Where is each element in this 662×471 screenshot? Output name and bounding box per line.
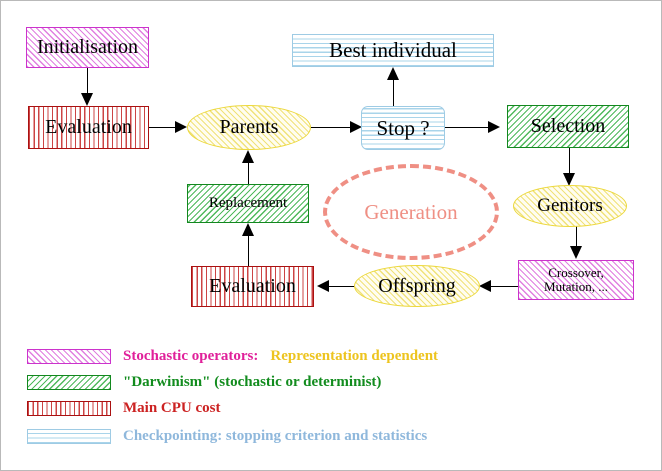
edge-evaluation-to-parents [148,127,176,128]
legend-swatch-red-vertical-icon [27,401,111,416]
legend-checkpointing-text1: Checkpointing: stopping criterion and st… [123,428,428,444]
node-evaluation-top[interactable]: Evaluation [28,106,149,149]
node-initialisation[interactable]: Initialisation [26,27,149,68]
edge-crossover-to-offspring [491,286,519,287]
legend-swatch-magenta-diagonal-icon [27,349,111,364]
legend-row-cpu-cost: Main CPU cost [1,397,661,421]
legend-stochastic-text1: Stochastic operators: [123,348,259,364]
edge-genitors-to-crossover [576,226,577,247]
node-best-individual[interactable]: Best individual [292,34,494,67]
evaluation-top-label: Evaluation [45,116,132,138]
node-parents[interactable]: Parents [187,105,311,150]
node-replacement[interactable]: Replacement [187,184,309,223]
arrowhead-up-replacement [242,223,254,236]
legend-label-darwinism: "Darwinism" (stochastic or determinist) [123,371,381,393]
arrowhead-left-evaluation-bottom [317,280,329,292]
replacement-label: Replacement [208,194,288,211]
edge-replacement-to-parents [248,163,249,184]
legend-stochastic-text2: Representation dependent [270,348,439,364]
stop-label: Stop ? [376,115,430,140]
legend-label-cpu-cost: Main CPU cost [123,397,221,419]
edge-selection-to-genitors [569,148,570,174]
legend-darwinism-text1: "Darwinism" (stochastic or determinist) [123,374,382,390]
genitors-label: Genitors [537,195,603,217]
edge-stop-to-selection [445,127,489,128]
edge-evaluation-to-replacement [248,229,249,266]
legend-label-stochastic: Stochastic operators: Representation depe… [123,345,438,367]
edge-stop-to-best-individual [393,73,394,106]
legend-row-checkpointing: Checkpointing: stopping criterion and st… [1,425,661,449]
arrowhead-down-crossover [570,246,582,259]
crossover-label-line1: Crossover, [548,265,604,281]
edge-parents-to-stop [311,127,351,128]
offspring-label: Offspring [378,274,456,297]
crossover-label-line2: Mutation, ... [544,279,608,294]
node-genitors[interactable]: Genitors [513,185,627,227]
edge-offspring-to-evaluation [329,286,355,287]
node-offspring[interactable]: Offspring [354,265,480,307]
arrowhead-up-parents [242,150,254,163]
arrowhead-left-offspring [479,280,491,292]
arrowhead-right-selection [488,121,500,133]
initialisation-label: Initialisation [36,36,139,58]
selection-label: Selection [530,115,606,137]
generation-label: Generation [364,199,458,224]
parents-label: Parents [219,116,279,138]
arrowhead-down-genitors [563,173,575,186]
node-stop[interactable]: Stop ? [361,106,445,150]
best-individual-label: Best individual [329,38,457,63]
legend-row-darwinism: "Darwinism" (stochastic or determinist) [1,371,661,395]
arrowhead-down-evaluation-top [81,93,93,106]
generation-cycle-ellipse: Generation [323,164,499,260]
node-crossover-mutation[interactable]: Crossover, Mutation, ... [518,260,634,300]
arrowhead-right-stop [350,121,362,133]
node-selection[interactable]: Selection [507,105,629,148]
legend-swatch-blue-horizontal-icon [27,429,111,444]
legend-swatch-green-diagonal-icon [27,375,111,390]
legend-cpu-text1: Main CPU cost [123,400,221,416]
evaluation-bottom-label: Evaluation [209,275,296,297]
node-evaluation-bottom[interactable]: Evaluation [191,266,314,307]
legend-row-stochastic: Stochastic operators: Representation depe… [1,345,661,369]
legend-label-checkpointing: Checkpointing: stopping criterion and st… [123,425,427,447]
edge-initialisation-to-evaluation [87,67,88,94]
arrowhead-right-parents [175,121,187,133]
arrowhead-up-best-individual [387,67,399,80]
